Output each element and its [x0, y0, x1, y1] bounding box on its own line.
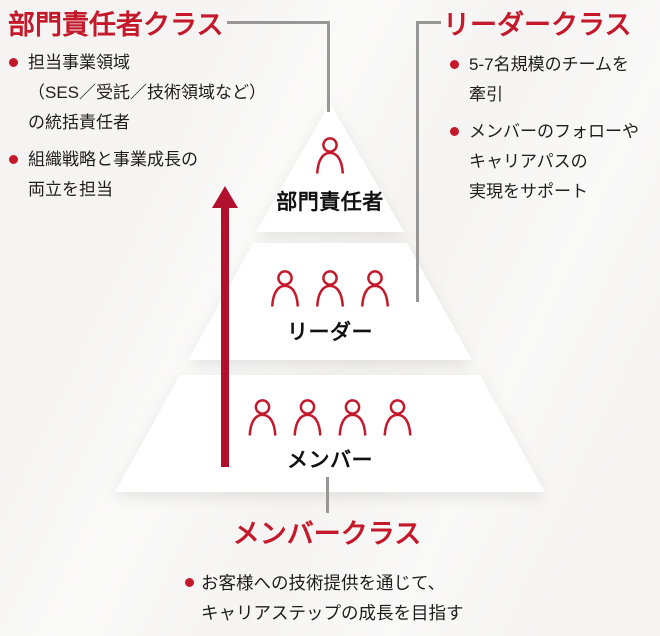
member-class-notes: お客様への技術提供を通じて、 キャリアステップの成長を目指す	[184, 568, 514, 628]
person-icon	[383, 399, 412, 436]
person-icon	[315, 270, 345, 307]
manager-class-block: 部門責任者クラス 担当事業領域 （SES／受託／技術領域など） の統括責任者 組…	[8, 8, 338, 212]
note-item: 5-7名規模のチームを 牽引	[449, 50, 657, 110]
note-item: 担当事業領域 （SES／受託／技術領域など） の統括責任者	[8, 48, 338, 138]
leader-class-notes: 5-7名規模のチームを 牽引 メンバーのフォローや キャリアパスの 実現をサポー…	[449, 50, 657, 207]
person-icon	[270, 270, 300, 307]
person-icon	[315, 137, 345, 174]
person-icon	[360, 270, 390, 307]
connector-leader-vertical	[416, 21, 419, 302]
tier-label-leader: リーダー	[287, 321, 373, 344]
note-item: メンバーのフォローや キャリアパスの 実現をサポート	[449, 117, 657, 207]
people-row-manager	[315, 137, 345, 174]
leader-class-heading: リーダークラス	[443, 10, 632, 40]
pyramid-tier-bottom	[115, 375, 545, 492]
connector-member-vertical	[326, 477, 329, 513]
note-item: 組織戦略と事業成長の 両立を担当	[8, 145, 338, 205]
member-class-block: お客様への技術提供を通じて、 キャリアステップの成長を目指す	[184, 562, 514, 635]
people-row-member	[248, 399, 413, 436]
leader-class-block: リーダークラス 5-7名規模のチームを 牽引 メンバーのフォローや キャリアパス…	[443, 8, 657, 214]
manager-class-notes: 担当事業領域 （SES／受託／技術領域など） の統括責任者 組織戦略と事業成長の…	[8, 48, 338, 205]
note-item: お客様への技術提供を通じて、 キャリアステップの成長を目指す	[184, 568, 514, 628]
member-class-heading: メンバークラス	[232, 519, 422, 549]
person-icon	[338, 399, 367, 436]
connector-leader-horizontal	[416, 21, 441, 24]
tier-label-manager: 部門責任者	[276, 191, 384, 214]
pyramid-tier-middle-wrap	[188, 243, 472, 360]
people-row-leader	[270, 270, 390, 307]
tier-label-member: メンバー	[287, 449, 373, 472]
connector-manager-horizontal	[227, 21, 330, 24]
growth-arrow-shaft	[221, 206, 229, 467]
manager-class-heading: 部門責任者クラス	[8, 10, 224, 40]
pyramid-tier-bottom-wrap	[115, 375, 545, 492]
person-icon	[293, 399, 322, 436]
pyramid-tier-top-wrap	[256, 103, 404, 232]
connector-manager-vertical	[327, 21, 330, 112]
person-icon	[248, 399, 277, 436]
